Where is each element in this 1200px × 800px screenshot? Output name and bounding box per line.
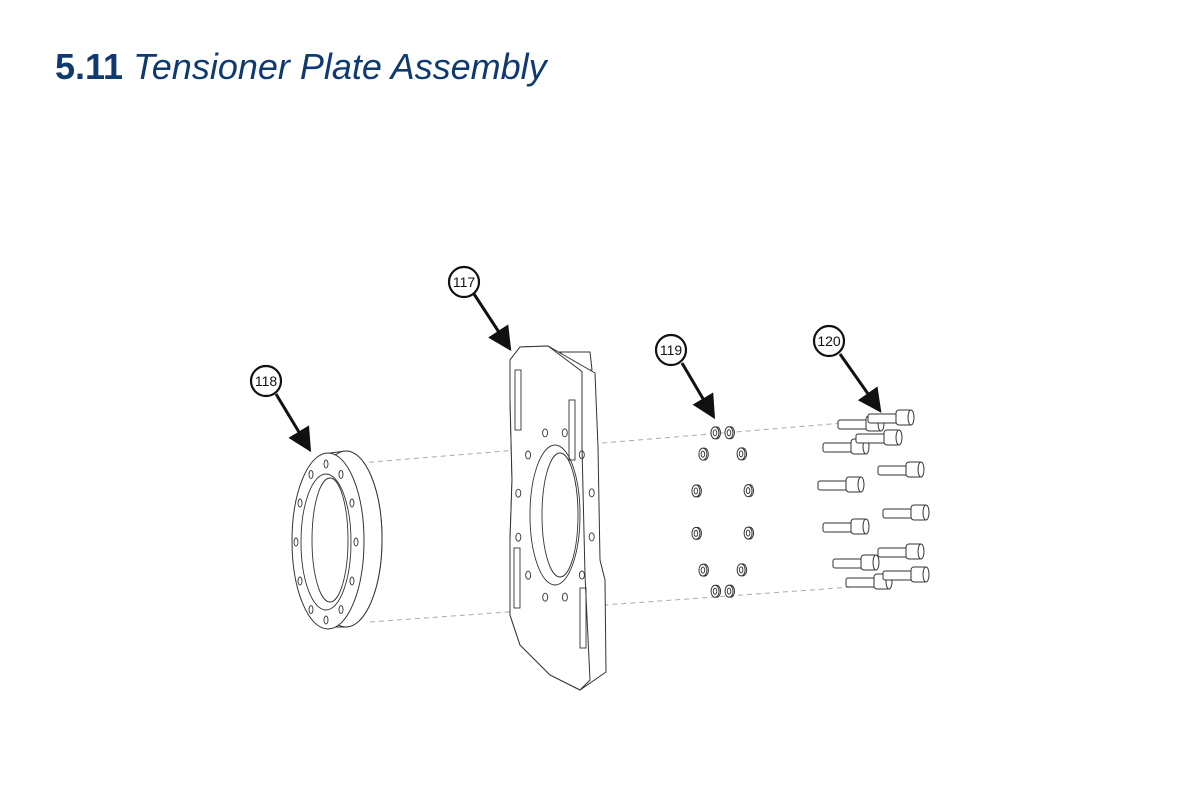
hole [308,470,314,479]
nut [698,447,708,461]
hole [515,532,522,542]
hole [561,592,568,602]
bolt [877,543,925,560]
bolt [817,476,865,493]
callout-120: 120 [812,324,846,358]
callout-arrow [274,393,312,453]
hole [588,532,595,542]
hole [293,537,299,547]
bolt [882,504,930,521]
hole [515,488,522,498]
nut [743,484,753,498]
bolt [867,409,915,426]
bolt [832,554,880,571]
hole [297,576,303,586]
nut [698,563,708,577]
bolt [882,566,930,583]
hole [578,570,585,580]
callout-arrow [838,353,882,413]
hole [349,576,355,586]
bolts-part-120 [817,409,930,590]
hole [297,498,303,508]
hole [349,498,355,508]
hole [561,428,568,438]
nut [724,426,734,440]
nut-hole [700,450,706,458]
hole [323,615,329,625]
callout-117: 117 [447,265,481,299]
nut [736,563,746,577]
hole [542,592,549,602]
nut-hole [745,487,751,495]
svg-text:118: 118 [255,373,278,389]
nut [724,584,734,598]
svg-text:120: 120 [817,333,841,349]
tensioner-plate-part-117 [509,345,607,691]
hole [323,459,329,469]
section-number: 5.11 [55,46,124,87]
callout-arrow [472,293,512,352]
nut-hole [693,487,699,495]
hole [338,470,344,479]
nut-hole [712,429,718,437]
nut [691,526,701,540]
svg-text:117: 117 [453,274,476,290]
hole [525,450,532,460]
hole [542,428,549,438]
nut-hole [712,587,718,595]
bolt [822,518,870,535]
nut-hole [700,566,706,574]
nuts-part-119 [691,426,755,598]
svg-text:119: 119 [660,342,683,358]
hole [578,450,585,460]
nut [710,584,720,598]
nut-hole [693,529,699,537]
nut-hole [726,587,732,595]
nut-hole [738,450,744,458]
hole [353,537,359,547]
hole [588,488,595,498]
nut-hole [738,566,744,574]
callout-arrow [680,362,716,420]
nut [736,447,746,461]
hole [308,605,314,614]
callout-119: 119 [654,333,688,367]
nut [743,526,753,540]
assembly-guide-lines [359,419,881,623]
bolt [855,429,903,446]
section-title: Tensioner Plate Assembly [133,46,547,87]
ring-part-118 [291,450,383,630]
nut [710,426,720,440]
hole [525,570,532,580]
bolt [877,461,925,478]
nut-hole [745,529,751,537]
nut [691,484,701,498]
hole [338,605,344,614]
nut-hole [726,429,732,437]
callout-118: 118 [249,364,283,398]
